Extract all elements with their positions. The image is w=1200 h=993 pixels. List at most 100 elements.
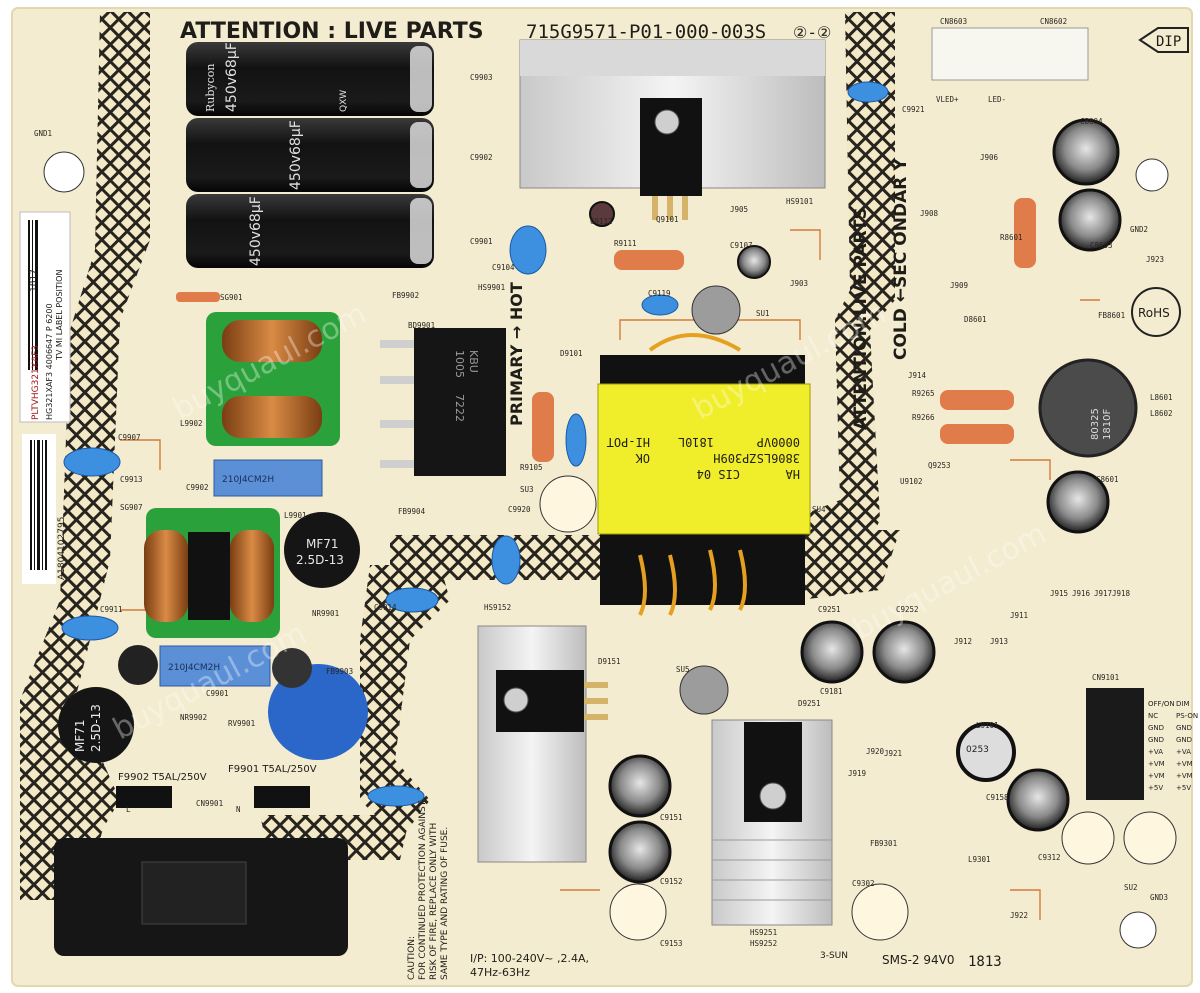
refdes-led-: LED- (988, 95, 1006, 104)
cn9101-pin-label: +5V (1176, 784, 1191, 792)
x-capacitors (159, 459, 323, 687)
l8601-marking: 80325 1810F (1090, 408, 1113, 440)
refdes-gnd2: GND2 (1130, 225, 1148, 234)
attention-title: ATTENTION : LIVE PARTS (180, 19, 484, 44)
cap-value-1: 450v68μF (224, 42, 240, 112)
refdes-c9251: C9251 (818, 605, 841, 614)
refdes-fb9902: FB9902 (392, 291, 419, 300)
cn9101-pin-label: GND (1176, 724, 1192, 732)
refdes-gnd3: GND3 (1150, 893, 1168, 902)
refdes-l9301: L9301 (968, 855, 991, 864)
svg-text:1005: 1005 (453, 350, 466, 378)
refdes-l9901: L9901 (284, 511, 307, 520)
refdes-c9902: C9902 (186, 483, 209, 492)
refdes-c9151: C9151 (660, 813, 683, 822)
emi-chokes (144, 312, 340, 638)
refdes-j911: J911 (1010, 611, 1028, 620)
primary-hot-label: PRIMARY → HOT (507, 282, 526, 426)
cn9101-pin-label: +VM (1176, 772, 1193, 780)
ul-mark: 3-SUN (820, 951, 848, 961)
refdes-l8602: L8602 (1150, 409, 1173, 418)
inductors (956, 358, 1138, 782)
refdes-j916: J916 (1072, 589, 1091, 598)
cap-value-3: 450v68μF (248, 196, 264, 266)
svg-text:0000VP: 0000VP (757, 435, 800, 449)
svg-text:OK: OK (635, 451, 650, 465)
refdes-c9107: C9107 (730, 241, 753, 250)
refdes-q9253: Q9253 (928, 461, 951, 470)
refdes-n: N (236, 805, 241, 814)
caution-block: CAUTION: FOR CONTINUED PROTECTION AGAINS… (407, 800, 450, 980)
cn9101-pin-label: GND (1176, 736, 1192, 744)
refdes-sg907: SG907 (120, 503, 143, 512)
date-1817: 1817 (29, 269, 39, 292)
refdes-hs9252: HS9252 (750, 939, 777, 948)
bridge-marking: KBU 1005 7222 (453, 350, 480, 422)
refdes-j915: J915 (1050, 589, 1068, 598)
refdes-j908: J908 (920, 209, 939, 218)
thermistor-1-value: 2.5D-13 (296, 553, 344, 567)
refdes-c9158: C9158 (986, 793, 1009, 802)
refdes-cn8603: CN8603 (940, 17, 967, 26)
electrolytic-caps (118, 118, 1122, 884)
refdes-c9903: C9903 (470, 73, 493, 82)
fuses (116, 786, 310, 808)
refdes-u9102: U9102 (900, 477, 923, 486)
thermistor-1-model: MF71 (306, 537, 339, 551)
dip-label: DIP (1156, 34, 1181, 50)
svg-text:CAUTION:: CAUTION: (407, 936, 417, 980)
bulk-capacitors (186, 42, 434, 268)
refdes-l: L (126, 805, 131, 814)
refdes-c8601: C8601 (1096, 475, 1119, 484)
refdes-j903: J903 (790, 279, 808, 288)
cn9101-pin-label: +VA (1148, 748, 1163, 756)
refdes-c9901: C9901 (206, 689, 229, 698)
refdes-c9252: C9252 (896, 605, 919, 614)
cn9101-pin-label: +VM (1148, 772, 1165, 780)
refdes-hs9251: HS9251 (750, 928, 777, 937)
refdes-su2: SU2 (1124, 883, 1138, 892)
connectors (54, 27, 1144, 956)
rohs-badge: RoHS (1131, 287, 1181, 337)
refdes-r9265: R9265 (912, 389, 935, 398)
svg-text:KBU: KBU (467, 350, 480, 373)
bridge-rectifier (380, 328, 506, 476)
refdes-j918: J918 (1112, 589, 1131, 598)
cap-series-1: QXW (339, 90, 349, 112)
resistors (176, 198, 1036, 462)
cn9101-pin-label: GND (1148, 724, 1164, 732)
svg-text:HI-POT: HI-POT (607, 435, 650, 449)
refdes-c9119: C9119 (648, 289, 671, 298)
refdes-hs9152: HS9152 (484, 603, 511, 612)
refdes-j917: J917 (1094, 589, 1112, 598)
refdes-l9101: L9101 (976, 721, 999, 730)
svg-text:1810L: 1810L (678, 435, 714, 449)
refdes-gnd1: GND1 (34, 129, 52, 138)
refdes-c8604: C8604 (1080, 117, 1103, 126)
sms-rating: SMS-2 94V0 (882, 953, 954, 967)
dip-arrow-icon: DIP (1138, 27, 1189, 53)
input-rating-1: I/P: 100-240V~ ,2.4A, (470, 952, 589, 965)
svg-text:3806LSZP309H: 3806LSZP309H (713, 451, 800, 465)
refdes-c9901: C9901 (470, 237, 493, 246)
refdes-c9181: C9181 (820, 687, 843, 696)
svg-text:FOR CONTINUED PROTECTION AGAIN: FOR CONTINUED PROTECTION AGAINST (418, 800, 428, 980)
tv-label-position: TV MI LABEL POSITION (55, 270, 64, 361)
mounting-holes (43, 151, 1177, 949)
cap-value-2: 450v68μF (288, 120, 304, 190)
refdes-su4: SU4 (812, 505, 826, 514)
cap-marking-1: Rubycon (204, 64, 217, 113)
refdes-r8601: R8601 (1000, 233, 1023, 242)
board-part-number: 715G9571-P01-000-003S (526, 21, 766, 43)
refdes-l8601: L8601 (1150, 393, 1173, 402)
l9101-marking: 0253 (966, 745, 989, 755)
refdes-c9921: C9921 (902, 105, 925, 114)
y-capacitors (61, 81, 889, 807)
refdes-j921: J921 (884, 749, 902, 758)
svg-text:HA: HA (785, 467, 800, 481)
cn9101-pin-label: DIM (1176, 700, 1190, 708)
cn9101-pin-label: +5V (1148, 784, 1163, 792)
rohs-label: RoHS (1138, 306, 1170, 320)
